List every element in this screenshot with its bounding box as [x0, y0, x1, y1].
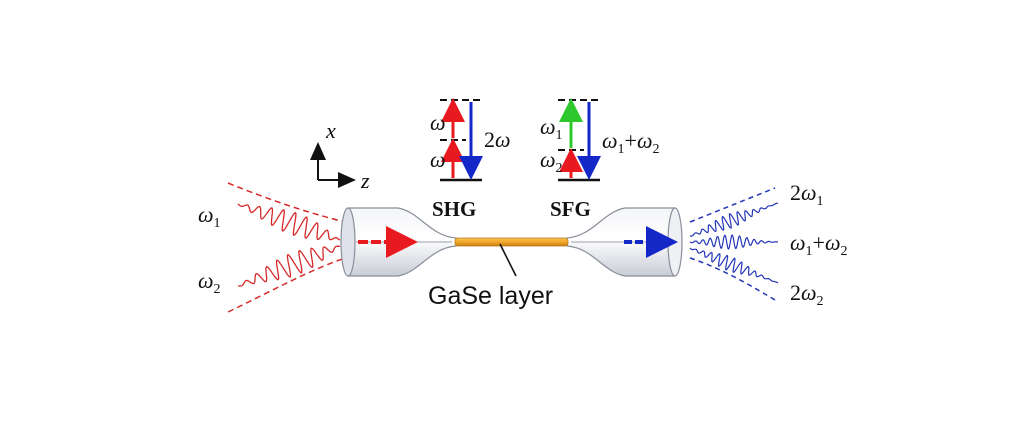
shg-energy-diagram: ω ω 2ω SHG [430, 98, 511, 221]
output-wave-2omega1 [690, 202, 779, 237]
shg-lower-photon-label: ω [430, 147, 446, 172]
output-label-2omega1: 2ω1 [790, 180, 824, 209]
input-envelope-upper [227, 182, 346, 223]
shg-upper-photon-label: ω [430, 110, 446, 135]
shg-title: SHG [432, 197, 476, 221]
sfg-title: SFG [550, 197, 591, 221]
sfg-upper-photon-label: ω1 [540, 114, 563, 143]
output-wave-2omega2 [689, 247, 779, 284]
input-envelope-lower [227, 257, 346, 313]
input-label-omega2: ω2 [198, 268, 221, 297]
x-axis-label: x [325, 118, 336, 143]
sfg-energy-diagram: ω1 ω2 ω1+ω2 SFG [540, 98, 660, 221]
input-beams: ω1 ω2 [198, 182, 346, 313]
layer-label: GaSe layer [428, 282, 553, 310]
axes: x z [310, 118, 370, 193]
input-label-omega1: ω1 [198, 202, 221, 231]
input-wave-omega2 [238, 245, 341, 287]
output-label-sum: ω1+ω2 [790, 230, 848, 259]
fiber-left-end-face [340, 207, 356, 277]
input-wave-omega1 [237, 203, 341, 241]
output-beams: 2ω1 ω1+ω2 2ω2 [689, 180, 848, 309]
output-wave-sum [689, 234, 778, 250]
sfg-lower-photon-label: ω2 [540, 147, 563, 176]
shg-output-label: 2ω [484, 127, 511, 152]
sfg-output-label: ω1+ω2 [602, 128, 660, 157]
z-axis-label: z [360, 168, 370, 193]
output-label-2omega2: 2ω2 [790, 280, 824, 309]
layer-label-leader [499, 243, 517, 277]
gase-layer [454, 237, 569, 247]
output-envelope-upper [689, 187, 776, 223]
fiber-right-end-face [667, 207, 683, 277]
output-envelope-lower [689, 257, 776, 301]
fiber-device: GaSe layer [340, 207, 683, 310]
